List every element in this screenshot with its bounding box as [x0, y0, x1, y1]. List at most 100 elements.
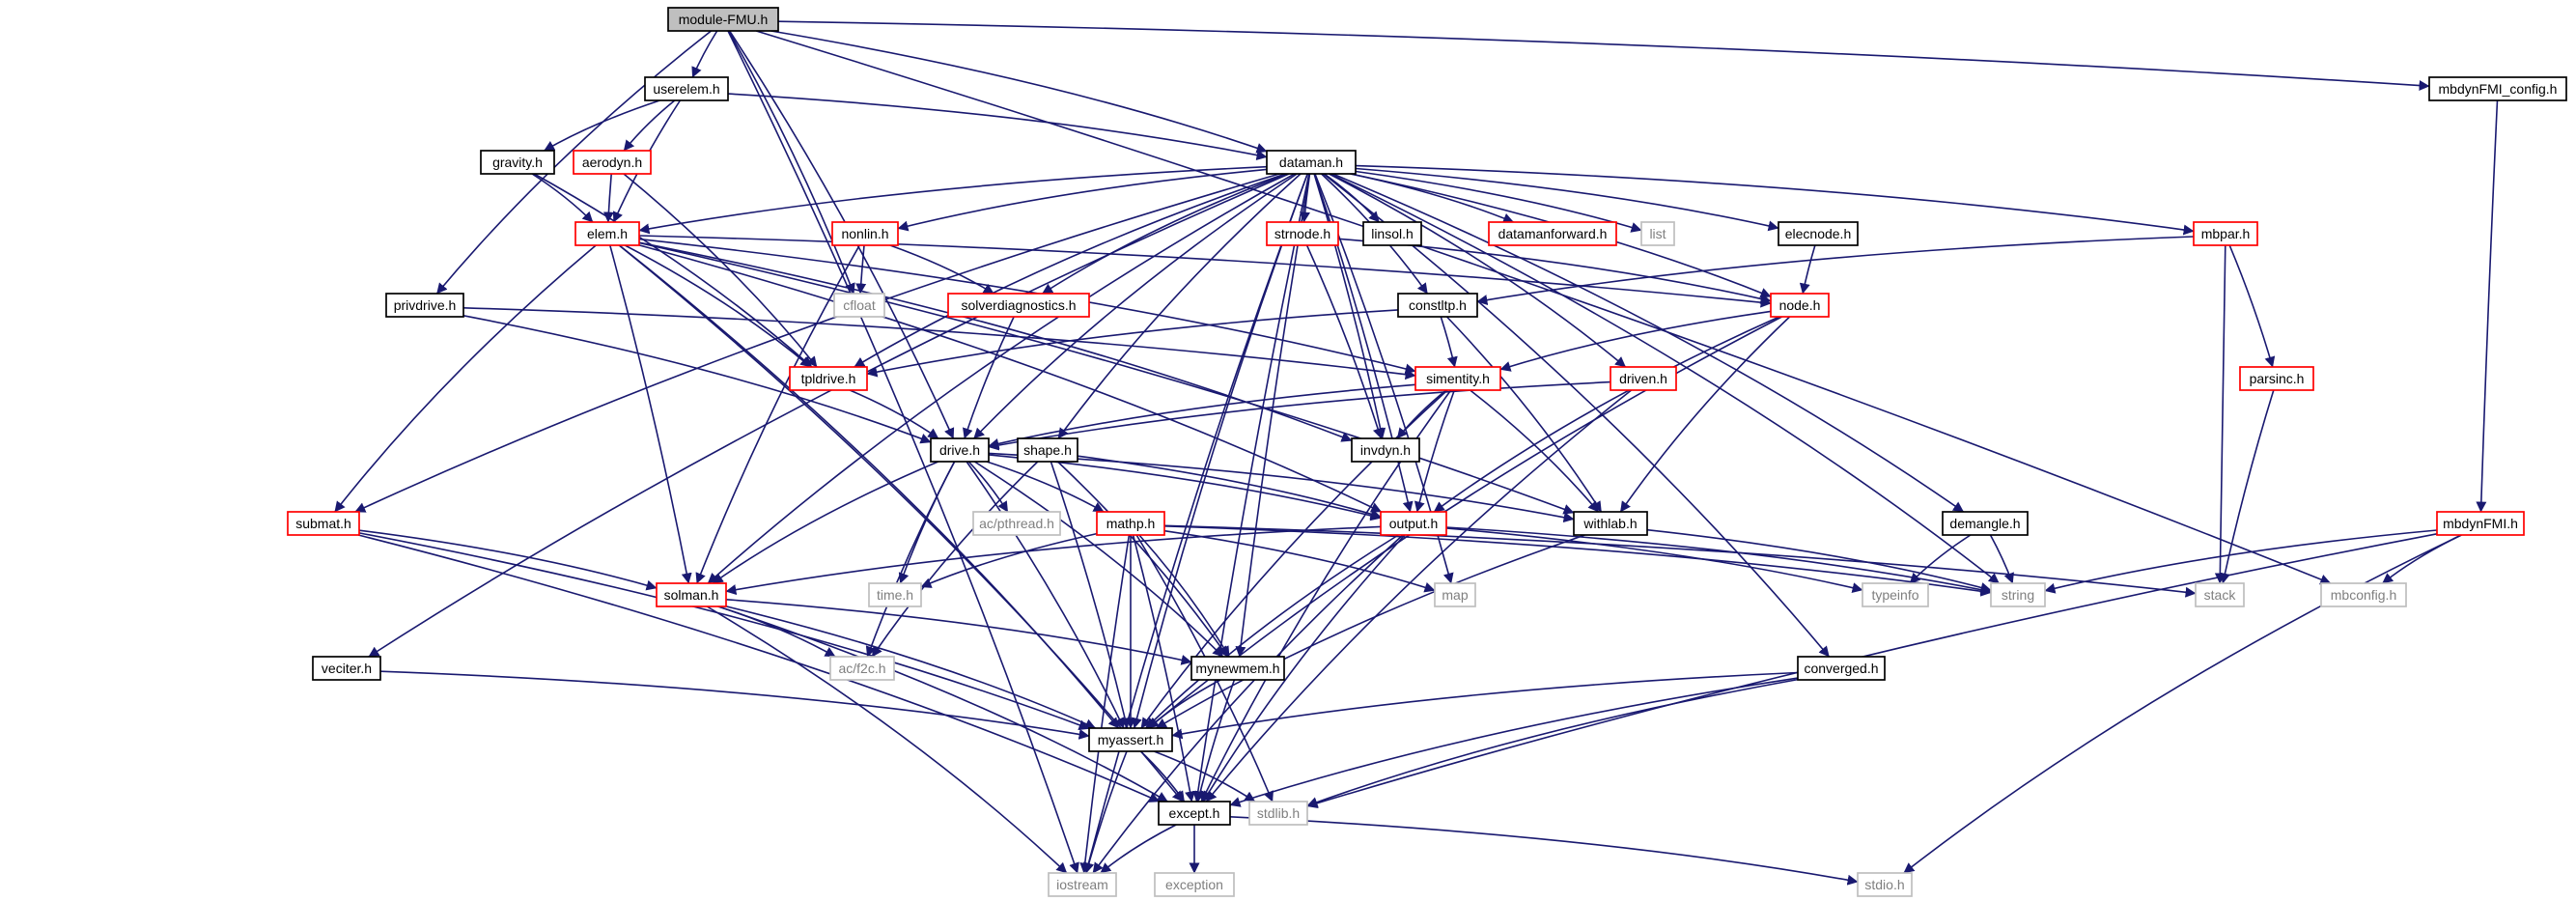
edge-shape-h-to-ac-f2c-h	[871, 461, 1039, 658]
edge-demangle-h-to-typeinfo	[1909, 534, 1972, 584]
node-except-h[interactable]: except.h	[1158, 801, 1231, 826]
edge-shape-h-to-output-h	[1077, 455, 1382, 520]
node-iostream: iostream	[1048, 872, 1117, 897]
edge-converged-h-to-stdlib-h	[1306, 678, 1799, 807]
node-tpldrive-h[interactable]: tpldrive.h	[789, 366, 868, 391]
edge-dataman-h-to-veciter-h	[368, 173, 1290, 658]
node-label: converged.h	[1804, 661, 1878, 676]
node-gravity-h[interactable]: gravity.h	[480, 150, 555, 175]
node-withlab-h[interactable]: withlab.h	[1573, 511, 1648, 536]
node-mbdynfmi-config-h[interactable]: mbdynFMI_config.h	[2428, 76, 2567, 101]
node-exception: exception	[1154, 872, 1235, 897]
node-datamanforward-h[interactable]: datamanforward.h	[1488, 221, 1617, 246]
node-userelem-h[interactable]: userelem.h	[644, 76, 729, 101]
edge-dataman-h-to-elecnode-h	[1355, 167, 1779, 232]
edge-withlab-h-to-string	[1646, 528, 1992, 593]
node-label: strnode.h	[1274, 226, 1330, 241]
edge-veciter-h-to-myassert-h	[379, 670, 1090, 740]
node-label: iostream	[1056, 877, 1108, 892]
edge-converged-h-to-myassert-h	[1171, 671, 1799, 740]
node-simentity-h[interactable]: simentity.h	[1414, 366, 1501, 391]
node-box	[1857, 872, 1913, 897]
node-label: string	[2002, 587, 2034, 603]
node-strnode-h[interactable]: strnode.h	[1266, 221, 1339, 246]
node-linsol-h[interactable]: linsol.h	[1362, 221, 1422, 246]
node-mynewmem-h[interactable]: mynewmem.h	[1190, 656, 1285, 681]
node-box	[1380, 511, 1447, 536]
edge-output-h-to-iostream	[1092, 534, 1404, 874]
node-submat-h[interactable]: submat.h	[287, 511, 360, 536]
node-label: mbpar.h	[2201, 226, 2251, 241]
node-solman-h[interactable]: solman.h	[656, 582, 727, 607]
edge-mathp-h-to-mynewmem-h	[1138, 534, 1230, 658]
node-dataman-h[interactable]: dataman.h	[1266, 150, 1357, 175]
node-label: gravity.h	[492, 155, 543, 170]
node-module-fmu-h[interactable]: module-FMU.h	[667, 7, 779, 32]
node-label: solman.h	[664, 587, 719, 603]
node-box	[1610, 366, 1677, 391]
node-elecnode-h[interactable]: elecnode.h	[1778, 221, 1859, 246]
node-veciter-h[interactable]: veciter.h	[312, 656, 381, 681]
edge-drive-h-to-mynewmem-h	[973, 461, 1224, 658]
node-box	[1797, 656, 1886, 681]
node-mbdynfmi-h[interactable]: mbdynFMI.h	[2436, 511, 2525, 536]
node-nonlin-h[interactable]: nonlin.h	[831, 221, 899, 246]
edge-dataman-h-to-drive-h	[973, 173, 1298, 439]
node-node-h[interactable]: node.h	[1770, 293, 1830, 318]
node-demangle-h[interactable]: demangle.h	[1942, 511, 2029, 536]
edge-drive-h-to-ac-pthread-h	[967, 461, 1009, 513]
node-mathp-h[interactable]: mathp.h	[1096, 511, 1165, 536]
node-typeinfo: typeinfo	[1862, 582, 1929, 607]
node-invdyn-h[interactable]: invdyn.h	[1351, 437, 1420, 463]
node-label: elem.h	[587, 226, 628, 241]
node-driven-h[interactable]: driven.h	[1610, 366, 1677, 391]
node-constltp-h[interactable]: constltp.h	[1397, 293, 1478, 318]
edge-simentity-h-to-drive-h	[988, 383, 1416, 449]
edge-drive-h-to-output-h	[988, 454, 1382, 521]
node-privdrive-h[interactable]: privdrive.h	[385, 293, 464, 318]
node-box	[1990, 582, 2046, 607]
edge-solverdiagnostics-h-to-drive-h	[963, 316, 1015, 439]
node-box	[2193, 221, 2258, 246]
node-box	[1640, 221, 1675, 246]
node-label: mynewmem.h	[1195, 661, 1279, 676]
node-box	[1048, 872, 1117, 897]
edge-dataman-h-to-submat-h	[354, 173, 1280, 513]
node-ac-f2c-h: ac/f2c.h	[829, 656, 895, 681]
node-solverdiagnostics-h[interactable]: solverdiagnostics.h	[947, 293, 1090, 318]
node-aerodyn-h[interactable]: aerodyn.h	[573, 150, 652, 175]
edge-module-fmu-h-to-dataman-h	[770, 30, 1268, 154]
node-box	[574, 221, 640, 246]
node-label: node.h	[1779, 297, 1821, 313]
node-ac-pthread-h: ac/pthread.h	[972, 511, 1061, 536]
edge-dataman-h-to-elem-h	[638, 165, 1268, 235]
node-list: list	[1640, 221, 1675, 246]
edge-nonlin-h-to-solman-h	[695, 244, 860, 584]
node-cfloat: cfloat	[833, 293, 885, 318]
node-box	[2320, 582, 2407, 607]
node-converged-h[interactable]: converged.h	[1797, 656, 1886, 681]
edge-myassert-h-to-except-h	[1139, 750, 1186, 802]
node-output-h[interactable]: output.h	[1380, 511, 1447, 536]
node-label: privdrive.h	[394, 297, 457, 313]
edge-userelem-h-to-dataman-h	[727, 93, 1268, 160]
edge-mathp-h-to-iostream	[1079, 534, 1131, 874]
edge-elecnode-h-to-node-h	[1799, 244, 1816, 295]
edge-solman-h-to-except-h	[717, 605, 1168, 802]
node-box	[656, 582, 727, 607]
node-shape-h[interactable]: shape.h	[1017, 437, 1078, 463]
node-label: mbdynFMI_config.h	[2439, 81, 2558, 97]
node-drive-h[interactable]: drive.h	[930, 437, 990, 463]
node-mbpar-h[interactable]: mbpar.h	[2193, 221, 2258, 246]
edge-drive-h-to-ac-f2c-h	[865, 461, 956, 658]
edge-dataman-h-to-output-h	[1313, 173, 1414, 513]
edge-strnode-h-to-invdyn-h	[1305, 244, 1384, 439]
node-parsinc-h[interactable]: parsinc.h	[2239, 366, 2314, 391]
node-myassert-h[interactable]: myassert.h	[1088, 727, 1173, 752]
node-elem-h[interactable]: elem.h	[574, 221, 640, 246]
node-label: elecnode.h	[1785, 226, 1852, 241]
node-label: except.h	[1169, 805, 1220, 821]
node-box	[1248, 801, 1308, 826]
node-box	[1266, 221, 1339, 246]
